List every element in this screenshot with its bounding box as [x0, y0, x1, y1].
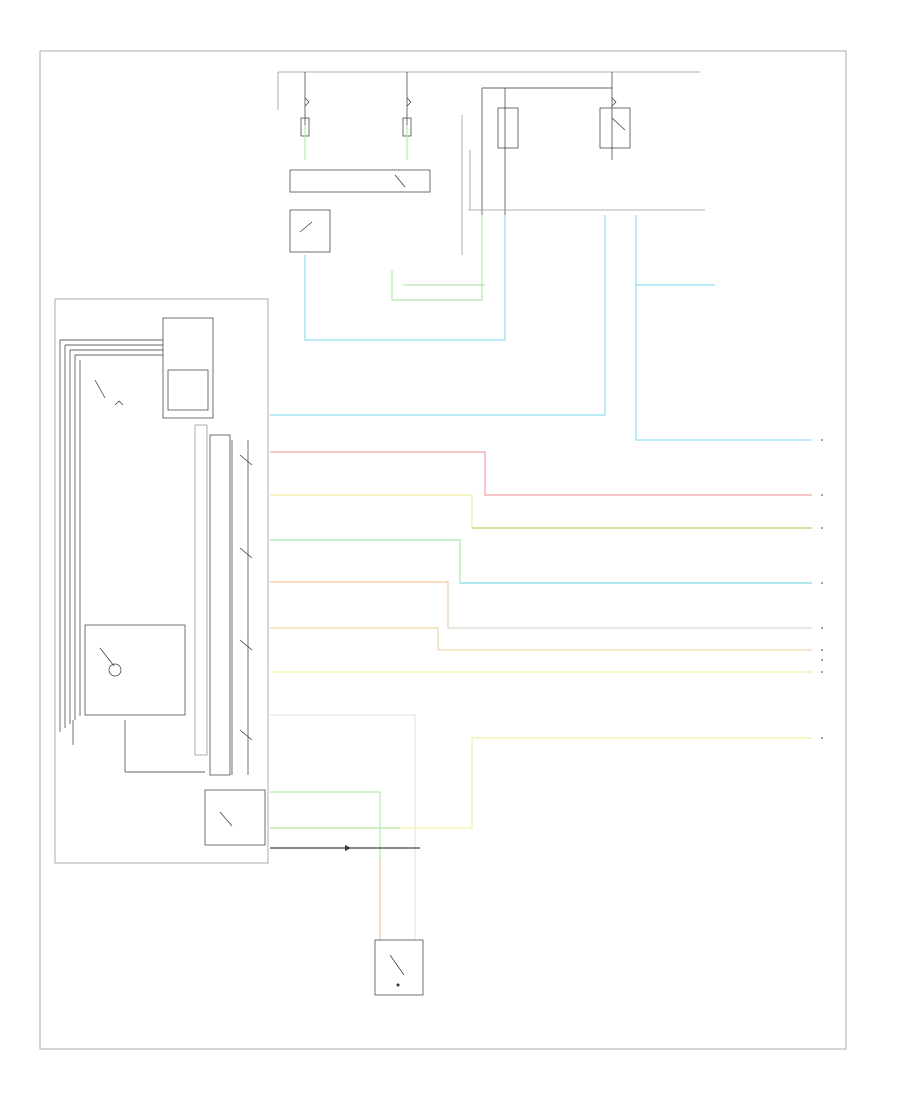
- wire-orange: [270, 581, 812, 629]
- relay-symbol: [497, 107, 519, 149]
- relay-symbol: [599, 107, 631, 149]
- power-distribution-section: [277, 71, 705, 255]
- wire-yellow-lower: [270, 737, 812, 829]
- wire-yellow: [270, 494, 812, 529]
- wire-red: [270, 451, 812, 496]
- motor-assembly: [374, 939, 424, 996]
- page-frame: [39, 50, 847, 1050]
- internal-switch-set: [231, 440, 253, 775]
- output-wires: [270, 439, 823, 940]
- relay-box: [289, 209, 331, 253]
- main-switch-block: [54, 298, 269, 864]
- wire-tan: [270, 627, 812, 651]
- wire-green: [270, 791, 381, 940]
- top-wires: [270, 125, 812, 441]
- wire-lt-green: [270, 539, 812, 584]
- motor-box: [374, 939, 424, 996]
- wire-white: [270, 714, 416, 940]
